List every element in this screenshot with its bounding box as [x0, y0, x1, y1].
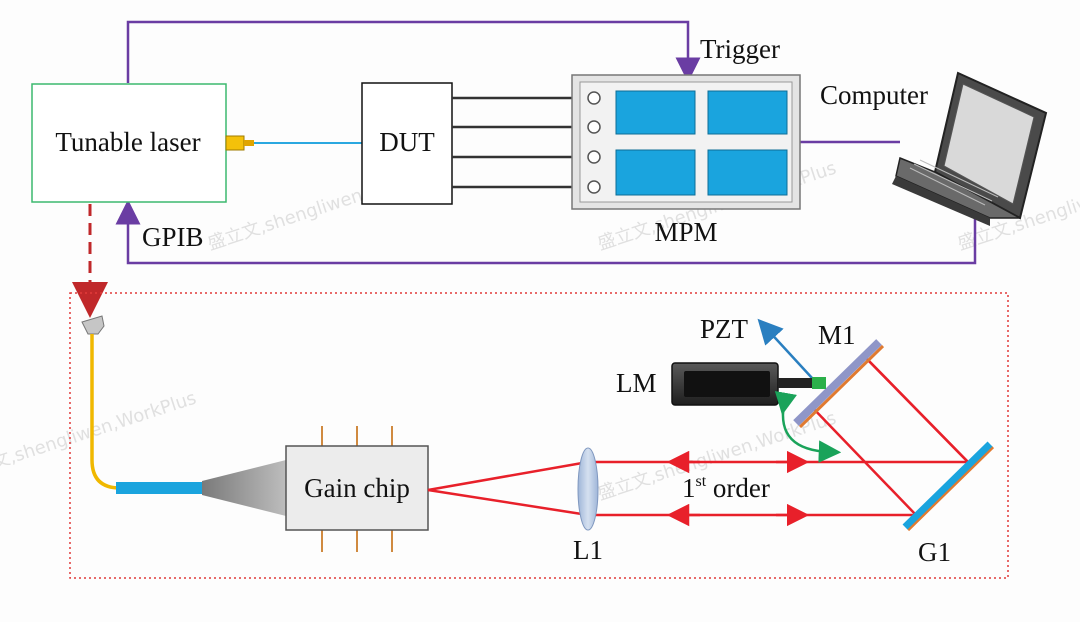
dut-box — [361, 82, 453, 205]
m1-label: M1 — [818, 320, 856, 350]
fiber-ferrule — [116, 482, 202, 494]
gain-chip-label: Gain chip — [304, 473, 410, 503]
cavity-enclosure — [69, 292, 1009, 579]
dut-mpm-channels — [452, 96, 588, 189]
trigger-label: Trigger — [700, 34, 780, 64]
mpm-screens — [615, 90, 788, 196]
beam-chip-lens-bottom — [427, 488, 589, 517]
beam-grating-m1-2 — [809, 404, 917, 516]
screen-3 — [615, 149, 696, 196]
tapered-fiber — [202, 460, 286, 516]
order-number: 1 — [682, 473, 696, 503]
l1-label: L1 — [573, 535, 603, 565]
lens-l1 — [577, 447, 599, 531]
port-1 — [587, 91, 601, 105]
computer-label: Computer — [820, 80, 928, 110]
mpm-label: MPM — [654, 217, 717, 247]
laser-output-connector — [225, 135, 245, 151]
fiber-connector — [81, 315, 105, 335]
beam-chip-lens-top — [427, 460, 589, 492]
pzt-arrow — [757, 318, 813, 379]
order-text: order — [706, 473, 770, 503]
mpm-ports — [587, 91, 601, 194]
watermark-3: 盛立文,shengliwen,WorkPlus — [0, 388, 199, 485]
yellow-fiber — [90, 334, 121, 490]
rotation-arrow — [774, 390, 842, 463]
gpib-label: GPIB — [142, 222, 204, 252]
pzt-label: PZT — [700, 314, 749, 344]
port-2 — [587, 120, 601, 134]
linear-motor — [671, 362, 826, 406]
g1-label: G1 — [918, 537, 951, 567]
gpib-line — [115, 199, 977, 265]
screen-1 — [615, 90, 696, 135]
connector-tip — [244, 140, 254, 146]
screen-2 — [707, 90, 788, 135]
lm-label: LM — [616, 368, 657, 398]
trigger-line — [126, 20, 701, 83]
dut-label: DUT — [379, 127, 435, 157]
order-superscript: st — [696, 473, 707, 490]
gain-chip-pins — [321, 426, 393, 552]
port-3 — [587, 150, 601, 164]
tunable-laser-label: Tunable laser — [55, 127, 200, 157]
grating-g1-backing — [906, 445, 995, 532]
grating-g1 — [902, 441, 993, 530]
beam-m1-grating-1 — [865, 357, 969, 463]
screen-4 — [707, 149, 788, 196]
computer-icon — [892, 71, 1048, 226]
gain-chip-box — [285, 445, 429, 531]
order-label: 1st order — [682, 473, 770, 503]
port-4 — [587, 180, 601, 194]
watermark-layer: 盛立文,shengliwen,WorkPlus 盛立文,shengliwen,W… — [0, 158, 1080, 505]
